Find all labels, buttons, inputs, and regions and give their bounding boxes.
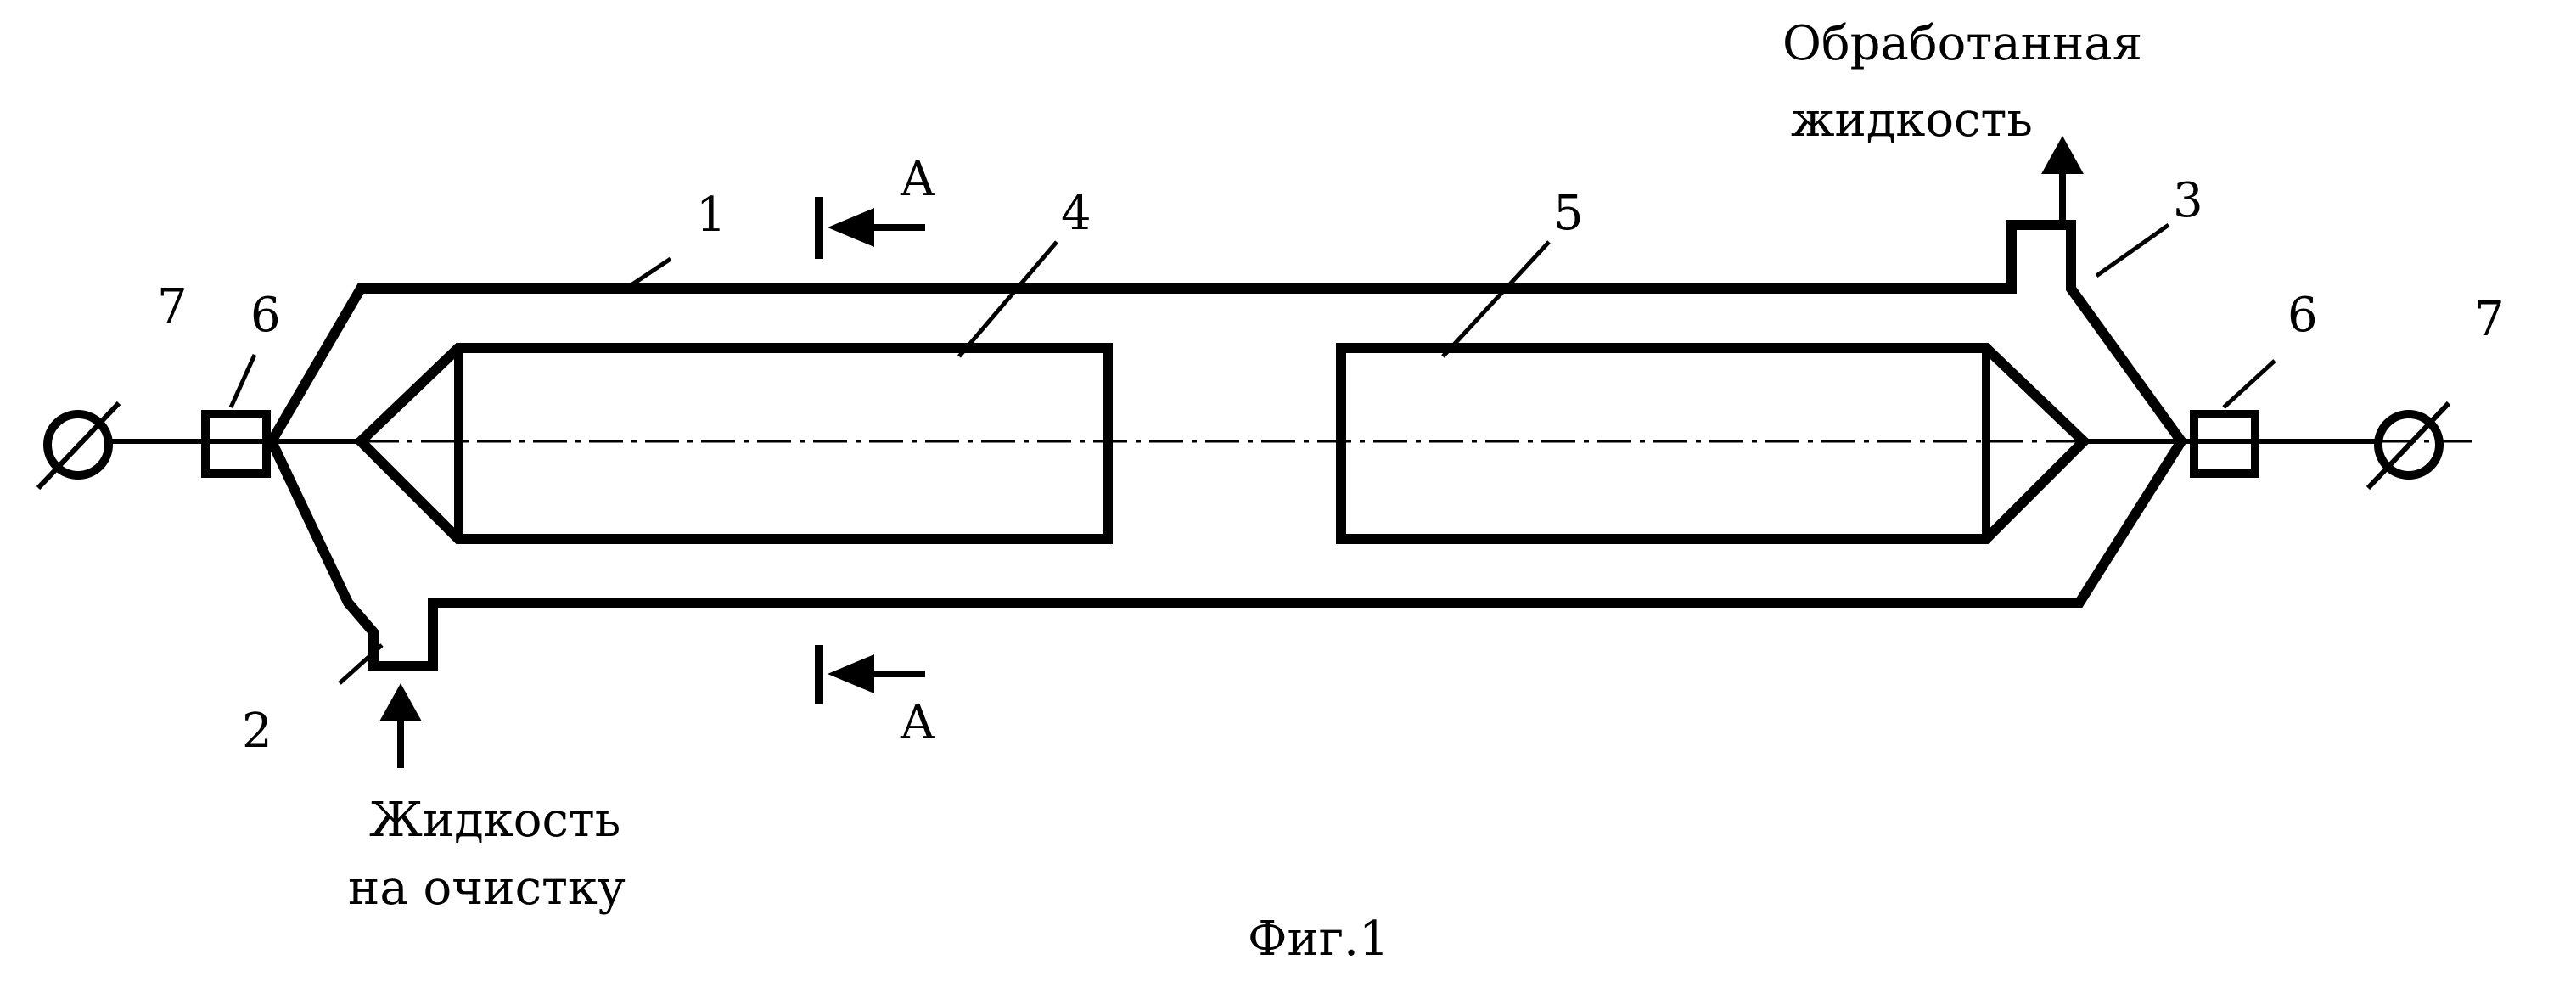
label-section-bottom: А bbox=[900, 695, 935, 750]
leader-3 bbox=[2096, 225, 2169, 276]
drive-right bbox=[2368, 403, 2449, 488]
inlet-label-line2: на очистку bbox=[348, 861, 626, 916]
drive-left bbox=[38, 403, 119, 488]
cylinder-5 bbox=[1341, 348, 2084, 539]
outlet-label-line1: Обработанная bbox=[1782, 16, 2142, 71]
inlet-label-line1: Жидкость bbox=[369, 793, 620, 848]
label-1: 1 bbox=[696, 188, 727, 243]
inlet-arrow bbox=[379, 683, 422, 768]
label-4: 4 bbox=[1061, 186, 1092, 241]
label-7-right: 7 bbox=[2474, 292, 2505, 347]
housing bbox=[272, 225, 2181, 666]
outlet-arrow bbox=[2041, 136, 2084, 221]
cylinder-4 bbox=[361, 348, 1108, 539]
leader-6-right bbox=[2224, 361, 2275, 407]
label-5: 5 bbox=[1553, 186, 1584, 241]
label-3: 3 bbox=[2173, 173, 2203, 228]
leader-4 bbox=[959, 242, 1057, 356]
label-7-left: 7 bbox=[157, 279, 188, 334]
leader-6-left bbox=[231, 355, 255, 407]
outlet-label-line2: жидкость bbox=[1791, 93, 2033, 148]
leader-5 bbox=[1443, 242, 1549, 356]
label-section-top: А bbox=[900, 152, 935, 207]
figure-caption: Фиг.1 bbox=[1248, 912, 1389, 967]
label-2: 2 bbox=[242, 704, 272, 759]
label-6-right: 6 bbox=[2287, 288, 2318, 343]
leader-1 bbox=[632, 259, 671, 284]
label-6-left: 6 bbox=[250, 288, 281, 343]
